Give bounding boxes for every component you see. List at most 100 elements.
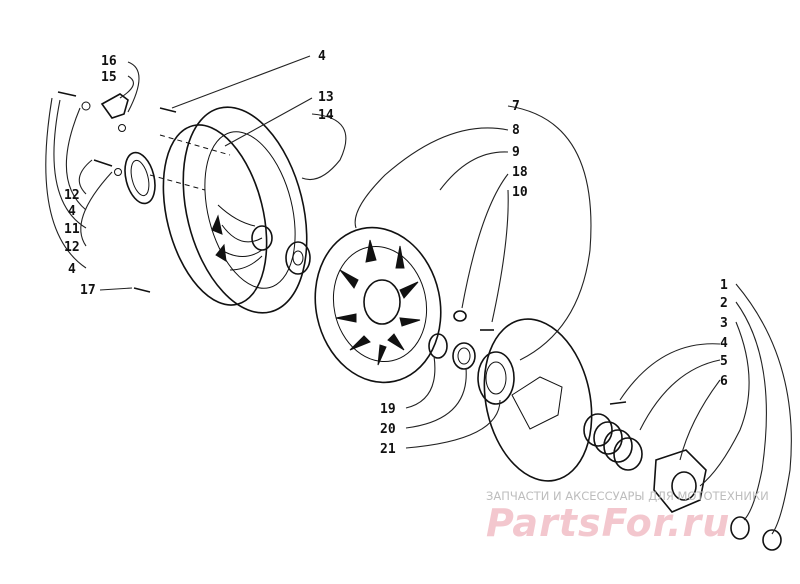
leader-3 xyxy=(699,321,750,487)
leader-15 xyxy=(119,75,134,99)
fixed-sheave-hub-bore xyxy=(485,361,507,395)
callout-12: 12 xyxy=(64,188,80,203)
bolt-16 xyxy=(57,91,77,97)
leader-lines xyxy=(45,55,792,535)
callout-2: 2 xyxy=(720,296,728,311)
callout-15: 15 xyxy=(101,70,117,85)
leader-19 xyxy=(405,355,436,409)
callout-17: 17 xyxy=(80,283,96,298)
leader-9 xyxy=(439,151,509,191)
callout-6: 6 xyxy=(720,374,728,389)
axis-line-upper xyxy=(159,134,231,156)
movable-sheave-assembly xyxy=(57,91,311,314)
cover-bearing xyxy=(671,471,697,501)
cam-ramps xyxy=(217,204,263,271)
spider-spokes xyxy=(335,239,421,366)
callout-16: 16 xyxy=(101,54,117,69)
watermark-logo: PartsFor.ru xyxy=(486,501,730,545)
leader-13 xyxy=(224,97,313,147)
fixed-sheave-plate xyxy=(511,376,563,430)
callout-20: 20 xyxy=(380,422,396,437)
bolt-11 xyxy=(93,159,113,167)
cam-bushing xyxy=(124,151,156,205)
movable-sheave-inner-face xyxy=(204,131,296,289)
callout-labels: 16 15 4 13 14 7 8 9 18 10 12 4 11 12 4 1… xyxy=(64,49,728,457)
washer-15 xyxy=(81,101,91,111)
callout-4: 4 xyxy=(68,204,76,219)
movable-sheave-back-face xyxy=(162,124,268,306)
leader-4c xyxy=(45,97,87,269)
spider-outer-ring xyxy=(314,226,442,384)
bolt-17 xyxy=(133,287,151,293)
leader-4d xyxy=(619,343,721,401)
callout-13: 13 xyxy=(318,90,334,105)
leader-4b xyxy=(65,107,87,211)
callout-9: 9 xyxy=(512,145,520,160)
callout-14: 14 xyxy=(318,108,334,123)
callout-12: 12 xyxy=(64,240,80,255)
spring-coil-4 xyxy=(613,437,643,471)
spring-coil-3 xyxy=(603,429,633,463)
axis-line-mid xyxy=(149,174,206,191)
callout-10: 10 xyxy=(512,185,528,200)
watermark: ЗАПЧАСТИ И АКСЕССУАРЫ ДЛЯ МОТОТЕХНИКИ Pa… xyxy=(486,489,769,545)
leader-18 xyxy=(461,173,509,309)
ring-20-inner xyxy=(457,347,471,365)
cover-6 xyxy=(653,449,707,513)
callout-21: 21 xyxy=(380,442,396,457)
leader-12b xyxy=(80,171,113,247)
callout-4: 4 xyxy=(720,336,728,351)
callout-18: 18 xyxy=(512,165,528,180)
washer-14-hole xyxy=(292,250,304,266)
callout-8: 8 xyxy=(512,123,520,138)
washer-4a xyxy=(118,124,126,132)
callout-11: 11 xyxy=(64,222,80,237)
leader-17 xyxy=(99,287,133,291)
callout-1: 1 xyxy=(720,278,728,293)
spider-assembly xyxy=(314,226,494,384)
callout-4: 4 xyxy=(68,262,76,277)
bolt-4 xyxy=(159,107,177,113)
leader-4a xyxy=(171,55,311,109)
washer-12 xyxy=(114,168,122,176)
washer-18 xyxy=(453,310,467,322)
spider-inner-ring xyxy=(332,245,428,363)
leader-2 xyxy=(735,301,767,521)
leader-20 xyxy=(405,367,467,429)
cam-bushing-inner xyxy=(130,159,150,197)
bushing-19 xyxy=(428,333,448,359)
leader-7 xyxy=(507,105,592,361)
fixed-sheave-hub xyxy=(477,351,515,405)
movable-sheave-outer-rim xyxy=(182,106,308,314)
callout-3: 3 xyxy=(720,316,728,331)
callout-7: 7 xyxy=(512,99,520,114)
callout-5: 5 xyxy=(720,354,728,369)
leader-5 xyxy=(639,359,721,431)
leader-14 xyxy=(301,113,347,181)
cam-shading xyxy=(211,214,227,262)
spring-coil-1 xyxy=(583,413,613,447)
leader-11 xyxy=(53,99,87,229)
cam-arm-bracket xyxy=(100,93,129,119)
leader-16 xyxy=(127,61,140,113)
snap-ring-1 xyxy=(762,529,782,551)
washer-14 xyxy=(285,241,311,275)
leader-12a xyxy=(78,159,93,195)
fixed-sheave-disc xyxy=(483,318,593,482)
bolt-4d xyxy=(609,401,627,405)
callout-4: 4 xyxy=(318,49,326,64)
washer-2 xyxy=(730,516,750,540)
fixed-sheave-assembly xyxy=(477,318,782,551)
leader-10 xyxy=(491,189,509,323)
spring-5 xyxy=(583,413,643,471)
ring-20 xyxy=(452,342,476,370)
watermark-caption: ЗАПЧАСТИ И АКСЕССУАРЫ ДЛЯ МОТОТЕХНИКИ xyxy=(486,489,769,503)
callout-19: 19 xyxy=(380,402,396,417)
leader-1 xyxy=(735,283,792,535)
leader-6 xyxy=(679,379,721,461)
leader-8 xyxy=(354,127,509,229)
leader-21 xyxy=(405,399,501,449)
spring-coil-2 xyxy=(593,421,623,455)
